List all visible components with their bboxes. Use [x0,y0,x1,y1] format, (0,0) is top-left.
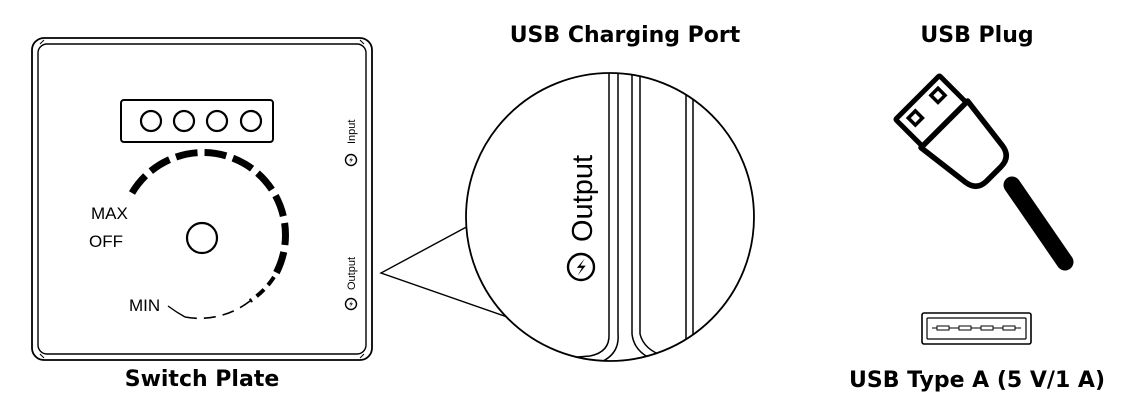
led-indicator [139,109,163,133]
output-indicator: Output [344,257,358,311]
min-label: MIN [129,296,160,315]
input-label: Input [346,120,358,144]
usb-plug-icon [893,73,1074,271]
zoom-callout-lines [379,223,511,319]
bolt-circle-icon [344,153,358,167]
dimmer-dial [128,149,289,320]
dial-arc-max [128,149,289,279]
led-indicator-strip [120,99,274,143]
led-indicator [172,109,196,133]
output-label: Output [346,257,358,290]
bolt-circle-icon [566,252,596,282]
caption-switch-plate: Switch Plate [125,367,280,392]
dial-knob [185,221,219,255]
dial-min-tail [167,305,186,318]
usb-type-a-port-icon [921,312,1032,345]
input-indicator: Input [344,120,358,167]
zoom-output-label: Output [567,155,599,242]
caption-usb-plug: USB Plug [920,23,1033,48]
bolt-circle-icon [344,297,358,311]
dial-arc-min-a [248,275,276,303]
dial-arc-min-b [184,300,251,320]
usb-port-zoom: Output [465,72,755,362]
off-label: OFF [89,232,123,251]
caption-usb-charging-port: USB Charging Port [510,23,741,48]
led-indicator [205,109,229,133]
switch-plate: MAX OFF MIN Input Output [31,37,373,361]
led-indicator [239,109,263,133]
caption-usb-type-a: USB Type A (5 V/1 A) [849,368,1105,393]
max-label: MAX [91,204,128,223]
